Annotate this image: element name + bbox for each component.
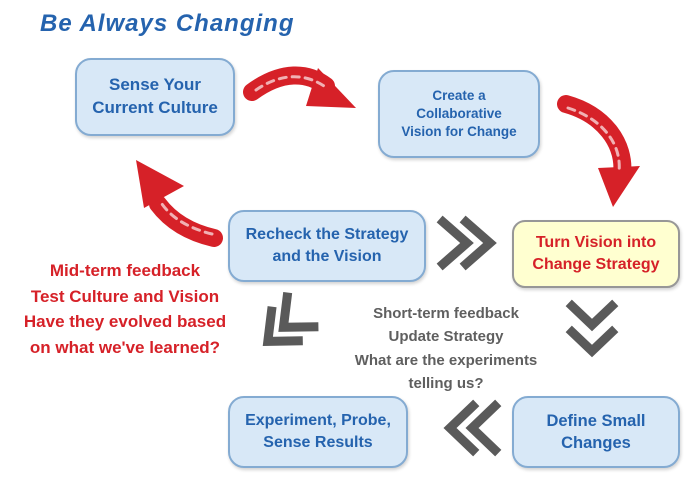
- box-define-small-changes: Define Small Changes: [512, 396, 680, 468]
- box-recheck-strategy-vision: Recheck the Strategy and the Vision: [228, 210, 426, 282]
- red-doodle-arrow-right-icon: [243, 66, 356, 108]
- double-chevron-down-icon: [565, 299, 619, 358]
- double-chevron-left-icon: [443, 399, 502, 457]
- note-midterm-feedback: Mid-term feedback Test Culture and Visio…: [23, 261, 227, 357]
- red-doodle-arrow-upleft-icon: [136, 160, 223, 247]
- box-experiment-probe-sense: Experiment, Probe, Sense Results: [228, 396, 408, 468]
- box-turn-vision-into-strategy: Turn Vision into Change Strategy: [512, 220, 680, 288]
- box-sense-current-culture: Sense Your Current Culture: [75, 58, 235, 136]
- double-chevron-upleft-icon: [262, 292, 319, 346]
- diagram-title: Be Always Changing: [40, 10, 295, 37]
- note-shortterm-feedback: Short-term feedback Update Strategy What…: [354, 305, 538, 392]
- red-doodle-arrow-down-icon: [557, 95, 640, 207]
- box-collaborative-vision: Create a Collaborative Vision for Change: [378, 70, 540, 158]
- double-chevron-right-icon: [436, 215, 497, 271]
